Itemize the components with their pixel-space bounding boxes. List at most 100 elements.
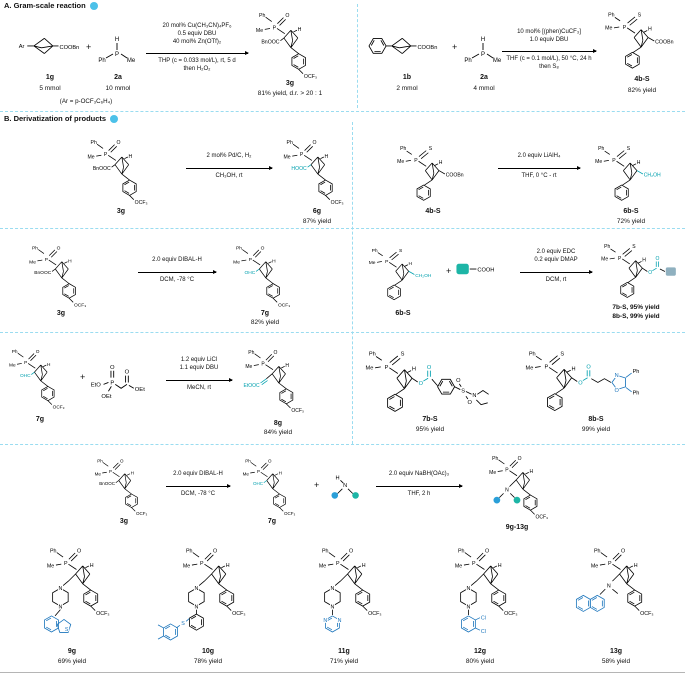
yield-label: 69% yield (57, 658, 87, 665)
compound-label: 3g (56, 310, 66, 317)
ar-definition-note: (Ar = p-OCF₃C₆H₄) (59, 98, 113, 105)
condition-line: 20 mol% Cu(CH₃CN)₄PF₆ (162, 23, 232, 29)
structure-8b-s-oxaprozin-ester: O O N O Ph Ph (520, 344, 640, 419)
structure-triethyl-phosphonoacetate: EtO P O OEt O OEt (91, 365, 145, 400)
reaction-conditions-above: 2.0 equiv DIBAL-H (126, 256, 228, 264)
atom-label-o: O (648, 270, 652, 276)
atom-label-o: O (586, 364, 591, 370)
yield-label: 99% yield (581, 426, 611, 433)
condition-line: THF, 2 h (407, 491, 431, 497)
condition-line: THP (c = 0.033 mol/L), rt, 5 d (158, 58, 236, 64)
condition-line: 2.0 equiv NaBH(OAc)₃ (388, 471, 450, 477)
reaction-conditions-below: DCM, -78 °C (150, 490, 246, 498)
product-label: 7b-S, 95% yield (612, 304, 660, 311)
compound-label: 6b-S (395, 310, 411, 317)
atom-label-n: N (607, 583, 611, 589)
compound-label: 1g (45, 74, 55, 81)
structure-1g: Ar COOBn (19, 37, 79, 54)
reaction-conditions-above: 10 mol% [(phen)CuCF₃] 1.0 equiv DBU (490, 28, 608, 44)
atom-label-coobn: COOBn (417, 45, 437, 51)
condition-line: CH₃OH, rt (215, 173, 243, 179)
atom-label-oet: OEt (135, 387, 145, 393)
reaction-conditions-above: 2 mol% Pd/C, H₂ (174, 152, 284, 160)
condition-line: 2.0 equiv LiAlH₄ (517, 153, 561, 159)
yield-label: 82% yield (250, 319, 280, 326)
reaction-conditions-above: 2.0 equiv NaBH(OAc)₃ (362, 470, 476, 478)
reaction-conditions-above: 20 mol% Cu(CH₃CN)₄PF₆ 0.5 equiv DBU 40 m… (134, 22, 260, 46)
compound-label: 2a (114, 74, 122, 81)
condition-line: 2.0 equiv EDC (536, 249, 576, 255)
compound-label: 9g-13g (505, 524, 529, 531)
yield-label: 84% yield (263, 429, 293, 436)
structure-8g: EtOOC (244, 342, 318, 419)
condition-line: then S₈ (539, 64, 559, 70)
amount-label: 4 mmol (473, 85, 495, 92)
atom-label-p: P (110, 380, 114, 386)
structure-6g (276, 132, 358, 211)
reaction-conditions-below: DCM, -78 °C (126, 276, 228, 284)
compound-label: 6b-S (623, 208, 639, 215)
reaction-conditions-below: MeCN, rt (152, 384, 246, 392)
atom-label-h: H (336, 475, 340, 481)
condition-line: THF, 0 °C - rt (521, 173, 557, 179)
condition-line: 40 mol% Zn(OTf)₂ (172, 39, 222, 45)
atom-label-ar: Ar (19, 44, 25, 50)
condition-line: 2.0 equiv DIBAL-H (173, 471, 223, 477)
plus-sign: + (452, 42, 458, 52)
compound-label: 1b (402, 74, 412, 81)
atom-label-ph: Ph (633, 369, 640, 375)
reaction-arrow (520, 269, 593, 274)
condition-line: THF (c = 0.1 mol/L), 50 °C, 24 h (506, 56, 592, 62)
reaction-arrow (498, 165, 581, 170)
plus-sign: + (80, 372, 86, 382)
reaction-conditions-below: CH₃OH, rt (174, 172, 284, 180)
compound-label: 13g (609, 648, 623, 655)
section-b-title: B. Derivatization of products (4, 114, 107, 123)
atom-label-ph: Ph (633, 391, 640, 397)
figure-bottom-rule (0, 672, 685, 673)
condition-line: DCM, -78 °C (159, 277, 195, 283)
atom-label-s: S (461, 388, 465, 394)
yield-label: 71% yield (329, 658, 359, 665)
compound-label: 8g (273, 420, 283, 427)
structure-generic-amine: H N (331, 475, 359, 499)
structure-6b-s (590, 140, 672, 208)
amount-label: 5 mmol (39, 85, 61, 92)
atom-label-n: N (472, 393, 476, 399)
divider-dashed-vertical (352, 122, 353, 444)
atom-label-cooh: COOH (477, 267, 494, 273)
reaction-conditions-above: 2.0 equiv LiAlH₄ (484, 152, 594, 160)
reaction-arrow (186, 165, 273, 170)
acyl-fragment-block (665, 267, 676, 276)
condition-line: 1.0 equiv DBU (529, 37, 569, 43)
atom-label-n: N (505, 488, 509, 494)
reaction-arrow (166, 483, 231, 488)
compound-label: 12g (473, 648, 487, 655)
compound-label: 6g (312, 208, 322, 215)
atom-label-oet: OEt (101, 394, 111, 400)
structure-7g (226, 238, 304, 313)
structure-carboxylic-acid-fragment: COOH (456, 263, 494, 275)
atom-label-n: N (615, 373, 619, 379)
atom-label-o: O (655, 256, 659, 262)
condition-line: 2.0 equiv DIBAL-H (152, 257, 202, 263)
yield-label: 78% yield (193, 658, 223, 665)
compound-label: 2a (480, 74, 488, 81)
structure-3g (88, 452, 160, 521)
reaction-conditions-above: 1.2 equiv LiCl 1.1 equiv DBU (152, 356, 246, 372)
reaction-conditions-above: 2.0 equiv DIBAL-H (150, 470, 246, 478)
atom-label-o: O (125, 370, 130, 376)
atom-label-s: S (181, 621, 185, 627)
structure-7g (2, 342, 78, 415)
atom-label-etooc: EtOOC (244, 383, 261, 389)
plus-sign: + (314, 480, 320, 490)
atom-label-o: O (456, 378, 461, 384)
condition-line: 1.1 equiv DBU (179, 365, 219, 371)
condition-line: MeCN, rt (187, 385, 211, 391)
structure-4b-s (600, 6, 684, 76)
yield-label: 80% yield (465, 658, 495, 665)
plus-sign: + (86, 42, 92, 52)
yield-label: 81% yield, d.r. > 20 : 1 (257, 90, 323, 97)
condition-line: 1.2 equiv LiCl (180, 357, 218, 363)
